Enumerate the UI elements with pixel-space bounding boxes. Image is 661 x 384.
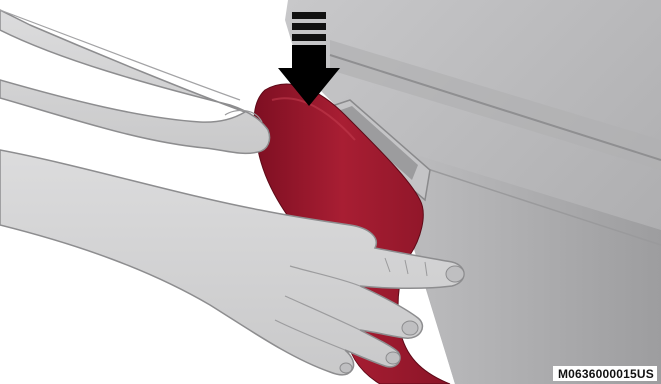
figure-code: M0636000015US bbox=[553, 366, 657, 381]
